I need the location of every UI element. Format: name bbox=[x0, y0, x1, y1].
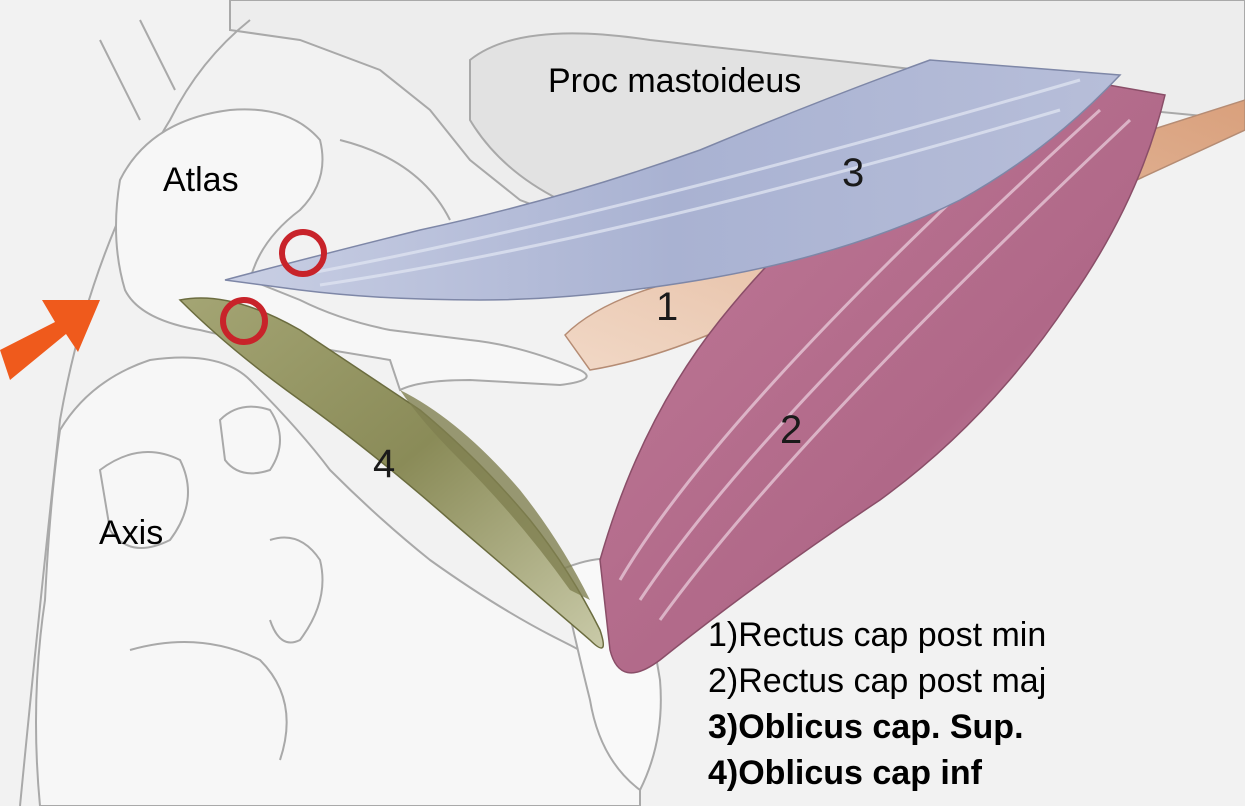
muscle-number-4: 4 bbox=[373, 442, 395, 487]
label-axis: Axis bbox=[99, 514, 163, 553]
muscle-number-3: 3 bbox=[842, 151, 864, 196]
legend-item-4: 4)Oblicus cap inf bbox=[708, 750, 1046, 796]
legend-item-2: 2)Rectus cap post maj bbox=[708, 658, 1046, 704]
muscle-number-2: 2 bbox=[780, 408, 802, 453]
label-atlas: Atlas bbox=[163, 161, 239, 200]
muscle-number-1: 1 bbox=[656, 285, 678, 330]
legend-item-3: 3)Oblicus cap. Sup. bbox=[708, 704, 1046, 750]
legend: 1)Rectus cap post min 2)Rectus cap post … bbox=[708, 612, 1046, 796]
legend-item-1: 1)Rectus cap post min bbox=[708, 612, 1046, 658]
label-proc-mastoideus: Proc mastoideus bbox=[548, 62, 801, 101]
